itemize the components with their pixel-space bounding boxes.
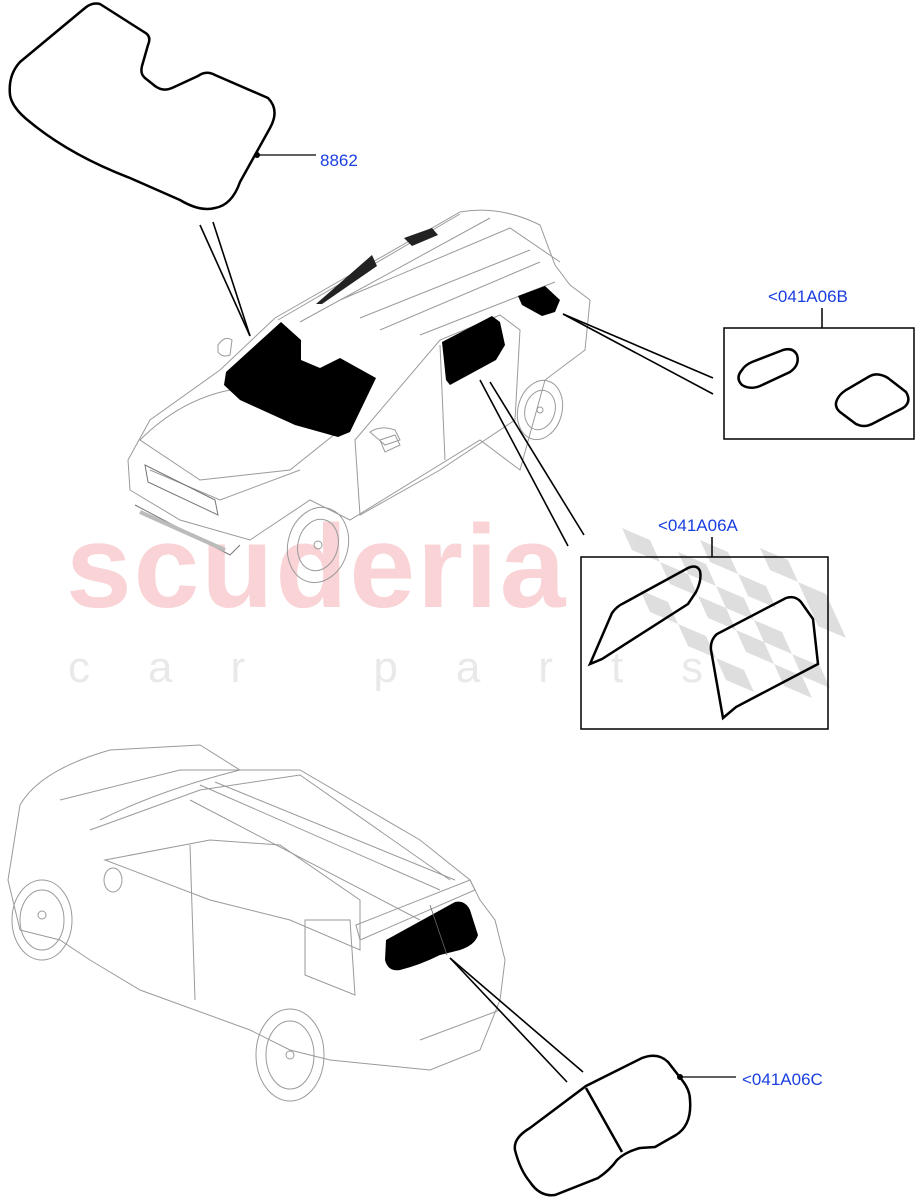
windscreen-leader-line-1 [199, 224, 251, 337]
tailgate-glass-seam [429, 904, 448, 956]
roof-rail-2 [404, 228, 438, 246]
tailgate-leader-line-1 [449, 957, 568, 1083]
tailgate-leader-line-2 [449, 957, 584, 1073]
rear-door-glass-box[interactable] [580, 537, 829, 730]
quarter-glass-small-part [737, 347, 799, 389]
callout-tailgate-glass[interactable]: <041A06C [742, 1070, 823, 1089]
tailgate-glass-part[interactable] [513, 1054, 692, 1197]
checkered-flag-watermark [622, 528, 846, 698]
quarter-glass-box[interactable] [723, 308, 915, 440]
windscreen-highlight [224, 322, 376, 437]
rear-door-leader-line-1 [479, 379, 569, 547]
rear-door-leader-line-2 [489, 381, 585, 536]
quarter-leader-line-1 [562, 313, 714, 379]
front-car-highlighted-glass [224, 228, 560, 437]
rear-door-glass-highlight [442, 316, 505, 385]
tailgate-glass-highlight [385, 901, 478, 971]
watermark-brand: scuderia [66, 501, 568, 633]
roof-rail-1 [316, 255, 377, 304]
vehicle-rear-view [7, 744, 506, 1102]
quarter-leader-line-2 [562, 313, 714, 395]
quarter-glass-highlight [518, 286, 560, 316]
callout-windscreen[interactable]: 8862 [320, 151, 358, 170]
quarter-glass-large-part [834, 373, 910, 428]
windscreen-part[interactable] [8, 2, 276, 211]
door-glass-front-part [587, 565, 702, 667]
watermark-tagline: car parts [68, 643, 762, 692]
callout-rear-door-glass[interactable]: <041A06A [658, 516, 738, 535]
windscreen-leader-line-2 [212, 221, 251, 337]
callout-quarter-glass[interactable]: <041A06B [768, 287, 848, 306]
door-glass-rear-part [709, 595, 820, 721]
